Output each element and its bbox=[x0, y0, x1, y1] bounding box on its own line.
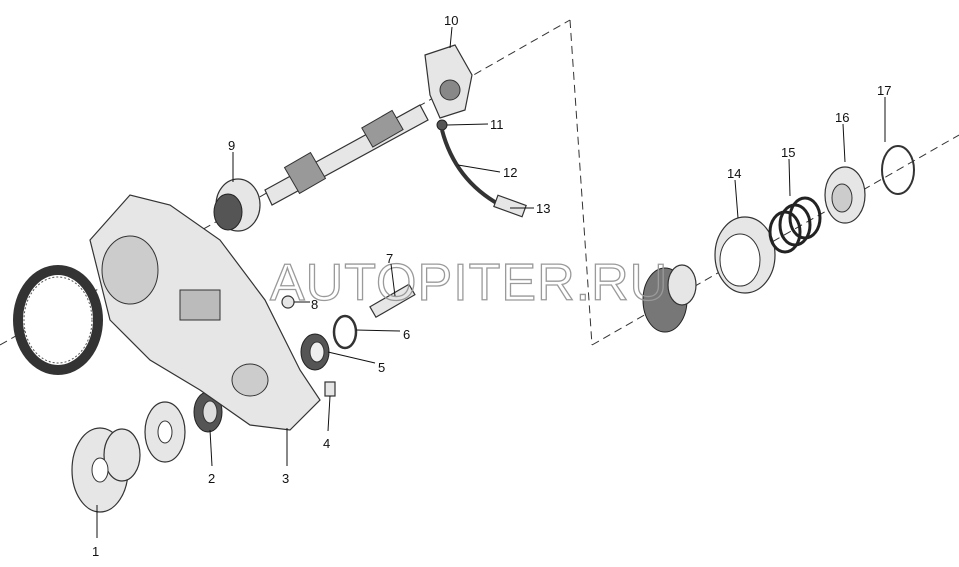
callout-5: 5 bbox=[378, 360, 385, 375]
callout-15: 15 bbox=[781, 145, 795, 160]
leader-lines bbox=[96, 26, 886, 538]
callout-2: 2 bbox=[208, 471, 215, 486]
part-11-12-13-sensor bbox=[436, 119, 527, 218]
callout-4: 4 bbox=[323, 436, 330, 451]
callout-11: 11 bbox=[490, 117, 504, 132]
part-5-bearing bbox=[300, 333, 330, 371]
part-7-shaft bbox=[369, 283, 416, 319]
callout-12: 12 bbox=[503, 165, 517, 180]
callout-16: 16 bbox=[835, 110, 849, 125]
callout-9: 9 bbox=[228, 138, 235, 153]
callout-17: 17 bbox=[877, 83, 891, 98]
part-ring-gear bbox=[13, 265, 103, 375]
callout-8: 8 bbox=[311, 297, 318, 312]
callout-6: 6 bbox=[403, 327, 410, 342]
callout-1: 1 bbox=[92, 544, 99, 559]
part-seal-plate bbox=[144, 401, 186, 463]
callout-7: 7 bbox=[386, 251, 393, 266]
watermark: AUTOPITER.RU bbox=[270, 254, 668, 312]
part-3-housing bbox=[89, 194, 321, 431]
callout-14: 14 bbox=[727, 166, 741, 181]
callout-10: 10 bbox=[444, 13, 458, 28]
part-15-spring bbox=[768, 196, 822, 254]
part-6-snap-ring bbox=[332, 314, 358, 350]
part-14-drum bbox=[714, 216, 776, 294]
part-pinion-gear bbox=[642, 264, 697, 333]
callout-3: 3 bbox=[282, 471, 289, 486]
part-16-hub bbox=[824, 166, 866, 224]
part-10-cover bbox=[424, 44, 473, 119]
part-4-bolt bbox=[324, 381, 336, 397]
part-1-flange bbox=[71, 427, 141, 513]
callout-labels: 1 2 3 4 5 6 7 8 9 10 11 12 13 14 15 16 1… bbox=[92, 13, 891, 559]
part-17-snap-ring bbox=[881, 145, 915, 195]
part-9-bearing bbox=[213, 178, 261, 232]
part-mainshaft bbox=[264, 104, 429, 206]
callout-13: 13 bbox=[536, 201, 550, 216]
